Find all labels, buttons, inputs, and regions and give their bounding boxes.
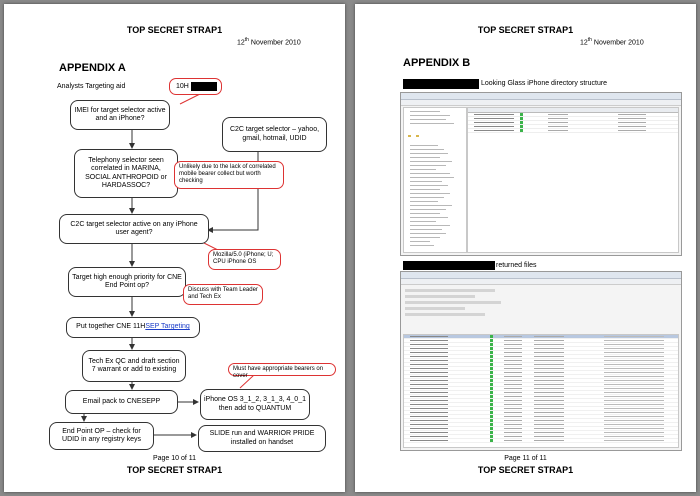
- sep-targeting-link[interactable]: SEP Targeting: [145, 323, 190, 331]
- flow-box-priority: Target high enough priority for CNE End …: [68, 267, 186, 297]
- caption-directory-structure: Looking Glass iPhone directory structure: [481, 80, 608, 87]
- flow-box-c2c-active: C2C target selector active on any iPhone…: [59, 214, 209, 244]
- page-11: TOP SECRET STRAP1 12th November 2010 APP…: [355, 4, 696, 492]
- appendix-b-title: APPENDIX B: [403, 57, 471, 69]
- flow-box-slide: SLIDE run and WARRIOR PRIDE installed on…: [198, 425, 326, 452]
- classification-footer: TOP SECRET STRAP1: [126, 465, 223, 475]
- flow-box-endpoint: End Point OP – check for UDID in any reg…: [49, 422, 154, 450]
- classification-footer: TOP SECRET STRAP1: [477, 465, 574, 475]
- flow-box-ios: iPhone OS 3_1_2, 3_1_3, 4_0_1 then add t…: [200, 389, 310, 420]
- note-mozilla: Mozilla/5.0 (iPhone; U; CPU iPhone OS: [208, 249, 281, 270]
- flow-box-imei: IMEI for target selector active and an i…: [70, 100, 170, 130]
- page-10: TOP SECRET STRAP1 12th November 2010 APP…: [4, 4, 345, 492]
- document-date: 12th November 2010: [237, 37, 301, 47]
- redaction-block: [190, 82, 217, 91]
- flow-box-c2c-selector: C2C target selector – yahoo, gmail, hotm…: [222, 117, 327, 152]
- directory-structure-screenshot: [400, 92, 682, 256]
- intro-label: Analysts Targeting aid: [57, 83, 126, 90]
- note-unlikely: Unlikely due to the lack of correlated m…: [174, 161, 284, 189]
- flow-box-techex: Tech Ex QC and draft section 7 warrant o…: [82, 350, 186, 382]
- flow-box-telephony: Telephony selector seen correlated in MA…: [74, 149, 178, 198]
- classification-header: TOP SECRET STRAP1: [126, 25, 223, 35]
- page-number: Page 11 of 11: [504, 455, 547, 462]
- flow-box-email: Email pack to CNESEPP: [65, 390, 178, 414]
- caption-returned-files: returned files: [496, 262, 537, 269]
- returned-files-screenshot: [400, 271, 682, 451]
- selector-id-box: 10H: [169, 78, 222, 95]
- page-number: Page 10 of 11: [152, 455, 197, 462]
- classification-header: TOP SECRET STRAP1: [477, 25, 574, 35]
- document-date: 12th November 2010: [580, 37, 644, 47]
- note-bearers: Must have appropriate bearers on cover: [228, 363, 336, 379]
- redaction-block: [403, 79, 479, 89]
- redaction-block: [403, 261, 495, 270]
- appendix-a-title: APPENDIX A: [59, 62, 126, 74]
- note-discuss: Discuss with Team Leader and Tech Ex: [183, 284, 263, 305]
